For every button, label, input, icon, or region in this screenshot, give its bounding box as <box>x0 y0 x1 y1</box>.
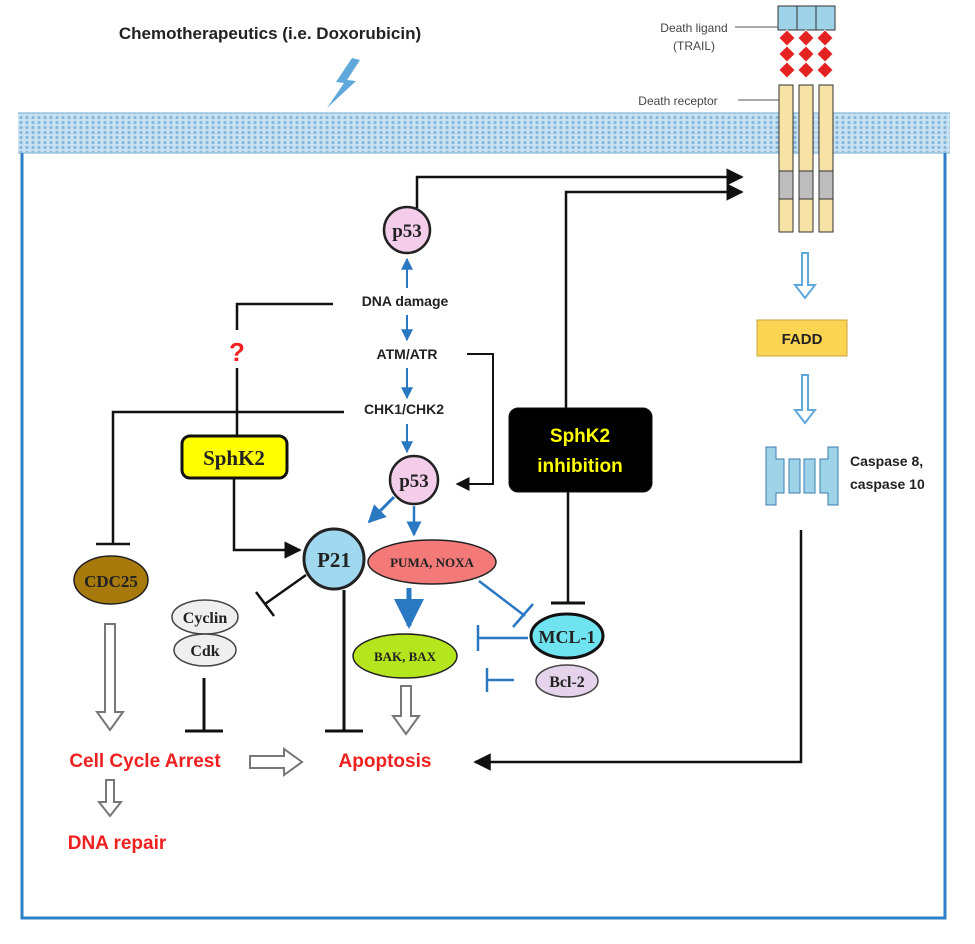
p53-mid-node <box>388 454 440 506</box>
fadd-label: FADD <box>782 331 823 348</box>
receptor-to-fadd-arrow <box>792 252 818 300</box>
cell-cycle-arrest-label: Cell Cycle Arrest <box>69 751 221 772</box>
death-ligand-label: Death ligand <box>660 21 727 35</box>
bak-bax-node <box>352 633 458 679</box>
fadd-to-caspase-arrow <box>792 374 818 425</box>
sphk2-inhibition-box <box>508 407 653 493</box>
atm-atr-label: ATM/ATR <box>377 346 438 362</box>
arrest-to-repair-arrow <box>96 779 124 818</box>
dna-repair-label: DNA repair <box>68 833 167 854</box>
cell-membrane <box>18 112 950 154</box>
inhibition-to-receptor-arrow <box>564 183 744 408</box>
fadd-box <box>756 319 848 357</box>
p53-top-label: p53 <box>392 221 422 242</box>
cdk-label: Cdk <box>190 643 219 660</box>
death-receptor-label: Death receptor <box>638 94 717 108</box>
sphk2-to-p21-arrow <box>232 478 302 559</box>
bak-to-apoptosis-arrow <box>391 685 421 736</box>
mcl1-label: MCL-1 <box>539 627 596 647</box>
puma-noxa-label: PUMA, NOXA <box>390 555 474 570</box>
sphk2-inhibition-label-2: inhibition <box>537 456 622 477</box>
p53-top-node <box>382 205 432 255</box>
lightning-icon <box>327 58 360 108</box>
bak-bax-label: BAK, BAX <box>374 649 437 664</box>
dna-damage-label: DNA damage <box>362 293 449 309</box>
death-receptor-graphic <box>778 84 834 233</box>
cell-border <box>20 153 947 920</box>
drug-title: Chemotherapeutics (i.e. Doxorubicin) <box>119 24 421 43</box>
apoptosis-label: Apoptosis <box>339 751 432 772</box>
mcl1-node <box>529 612 605 660</box>
arrest-to-apoptosis-arrow <box>249 747 304 777</box>
cdc25-to-arrest-arrow <box>95 623 125 732</box>
puma-noxa-node <box>367 539 497 585</box>
caspase-label-2: caspase 10 <box>850 476 925 492</box>
cdc25-label: CDC25 <box>84 572 138 591</box>
chk-label: CHK1/CHK2 <box>364 401 444 417</box>
puma-inhibits-mcl1 <box>478 580 526 617</box>
caspase-to-apoptosis-arrow <box>473 530 803 771</box>
sphk2-label: SphK2 <box>203 446 265 470</box>
cdk-node <box>173 633 237 667</box>
dna-to-sphk2-line <box>235 302 333 330</box>
caspase-graphic <box>765 446 839 506</box>
p53-mid-label: p53 <box>399 471 429 492</box>
unknown-link-marker: ? <box>229 337 245 367</box>
bcl2-label: Bcl-2 <box>549 674 585 691</box>
cdc25-node <box>73 555 149 605</box>
death-ligand-graphic <box>777 5 836 79</box>
p21-inhibits-cyclin <box>264 573 307 606</box>
p53-to-receptor-arrow <box>415 168 744 208</box>
bcl2-node <box>535 664 599 698</box>
p21-node <box>302 527 366 591</box>
chk-to-cdc25-inhibition <box>111 410 344 543</box>
caspase-label-1: Caspase 8, <box>850 453 923 469</box>
p53-to-p21-arrow <box>367 495 396 524</box>
p21-label: P21 <box>317 548 351 572</box>
atm-to-p53-bracket <box>455 353 494 491</box>
cyclin-label: Cyclin <box>183 610 228 627</box>
sphk2-inhibition-label-1: SphK2 <box>550 426 610 447</box>
trail-label: (TRAIL) <box>673 39 715 53</box>
